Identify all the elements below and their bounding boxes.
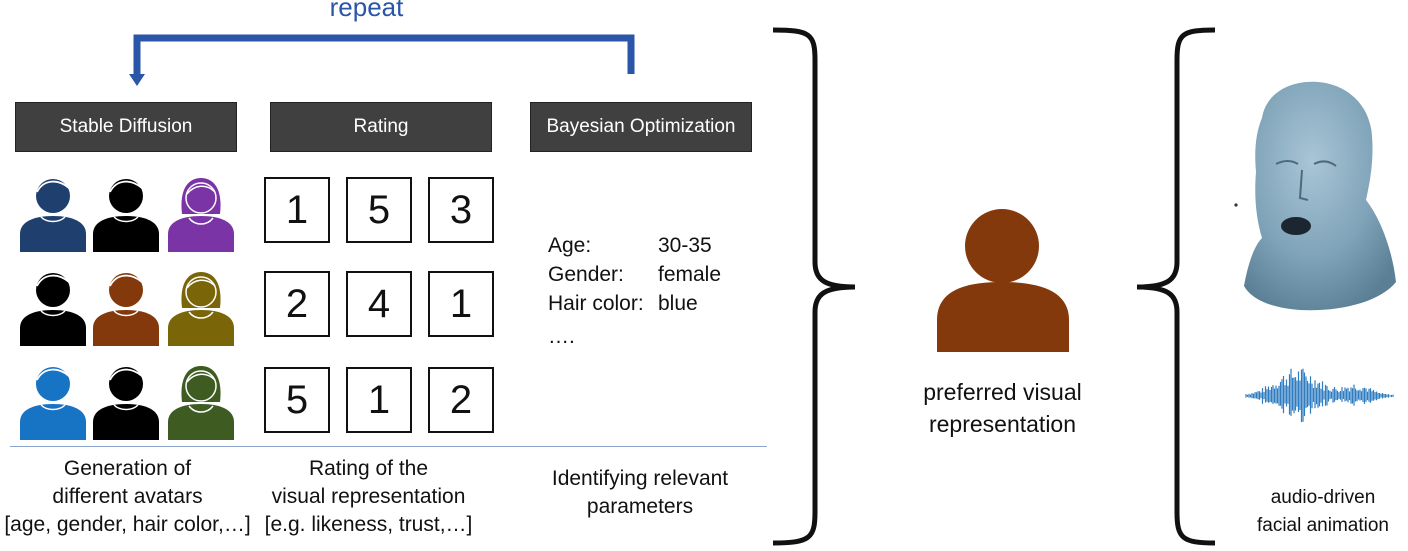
male-avatar-icon [93,273,159,346]
caption-line: [e.g. likeness, trust,…] [264,513,473,536]
male-avatar-icon [93,367,159,440]
stage-stable-diffusion: Stable Diffusion [15,102,237,152]
preferred-avatar [937,209,1069,352]
caption-rating: Rating of the visual representation [e.g… [255,455,482,539]
opening-brace [1136,27,1216,546]
closing-brace [772,27,856,546]
caption-line: visual representation [271,485,466,508]
caption-generation: Generation of different avatars [age, ge… [0,455,255,539]
repeat-arrow [129,34,635,86]
caption-animation: audio-driven facial animation [1238,484,1408,540]
param-value-hair-color: blue [658,292,698,315]
male-avatar-icon [20,273,86,346]
caption-line: preferred visual [923,379,1082,405]
audio-waveform-icon [1245,368,1394,423]
3d-head-icon [1234,81,1396,311]
male-avatar-icon [20,367,86,440]
param-ellipsis: …. [548,325,575,348]
rating-box: 1 [264,177,330,243]
param-key-age: Age: [548,234,592,257]
divider-line [10,446,767,447]
param-key-gender: Gender: [548,263,624,286]
caption-line: different avatars [52,485,203,508]
rating-box: 1 [428,271,494,337]
caption-preferred: preferred visual representation [900,376,1105,440]
stage-rating: Rating [270,102,492,152]
caption-line: parameters [586,495,694,518]
avatar-grid [20,178,234,440]
repeat-label: repeat [329,0,404,22]
rating-box: 2 [428,367,494,433]
rating-box: 2 [264,271,330,337]
caption-line: Identifying relevant [551,467,729,490]
rating-box: 1 [346,367,412,433]
rating-box: 3 [428,177,494,243]
caption-line: [age, gender, hair color,…] [4,513,251,536]
female-avatar-icon [168,272,234,346]
male-avatar-icon [20,179,86,252]
caption-line: facial animation [1256,515,1390,536]
param-value-age: 30-35 [658,234,712,257]
caption-line: Rating of the [308,457,429,480]
rating-box: 5 [346,177,412,243]
female-avatar-icon [168,178,234,252]
male-avatar-icon [93,179,159,252]
stage-bayesian-optimization: Bayesian Optimization [530,102,752,152]
rating-box: 4 [346,271,412,337]
caption-line: audio-driven [1270,487,1376,508]
param-value-gender: female [658,263,722,286]
caption-identifying: Identifying relevant parameters [520,465,760,521]
caption-line: representation [928,411,1077,437]
caption-line: Generation of [63,457,192,480]
rating-box: 5 [264,367,330,433]
female-avatar-icon [168,366,234,440]
param-key-hair-color: Hair color: [548,292,644,315]
